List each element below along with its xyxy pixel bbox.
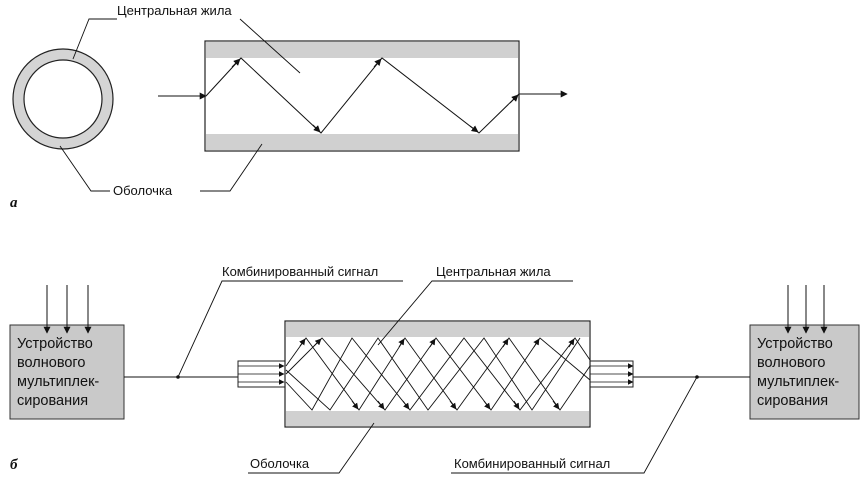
fiber-body-a [204,40,520,152]
label-combined-signal-top: Комбинированный сигнал [222,264,378,279]
label-cladding-b: Оболочка [250,456,310,471]
mux-left-line-3: мультиплек- [17,374,99,390]
label-cladding-a: Оболочка [113,183,173,198]
leader-core-a-2 [239,18,301,74]
mux-left-line-1: Устройство [17,336,93,352]
mux-right-line-1: Устройство [757,336,833,352]
label-combined-signal-bottom: Комбинированный сигнал [454,456,610,471]
panel-letter-a: а [10,195,18,211]
panel-a: Центральная жила Оболочка а [10,3,568,211]
cladding-top-b [286,322,589,337]
panel-b: Устройство волнового мультиплек- сирован… [9,264,860,474]
mux-right-line-4: сирования [757,393,828,409]
leader-combined-top [177,280,403,378]
leader-cladding-b [248,422,375,474]
mux-right-line-3: мультиплек- [757,374,839,390]
label-core-a: Центральная жила [117,3,232,18]
mux-left-line-4: сирования [17,393,88,409]
zigzag-rays-b [285,337,591,411]
cladding-bottom-a [206,134,518,150]
leader-cladding-a [59,145,110,192]
mux-box-right [749,324,860,420]
fiber-cross-section-core [23,59,103,139]
leader-core-a [72,18,117,60]
leader-core-b [377,280,573,346]
mux-box-left [9,324,125,420]
leader-combined-bottom [451,376,698,474]
panel-letter-b: б [10,457,18,473]
cladding-top-a [206,42,518,58]
leader-cladding-a-2 [200,143,263,192]
cladding-bottom-b [286,411,589,426]
label-core-b: Центральная жила [436,264,551,279]
mux-right-line-2: волнового [757,355,825,371]
mux-left-line-2: волнового [17,355,85,371]
